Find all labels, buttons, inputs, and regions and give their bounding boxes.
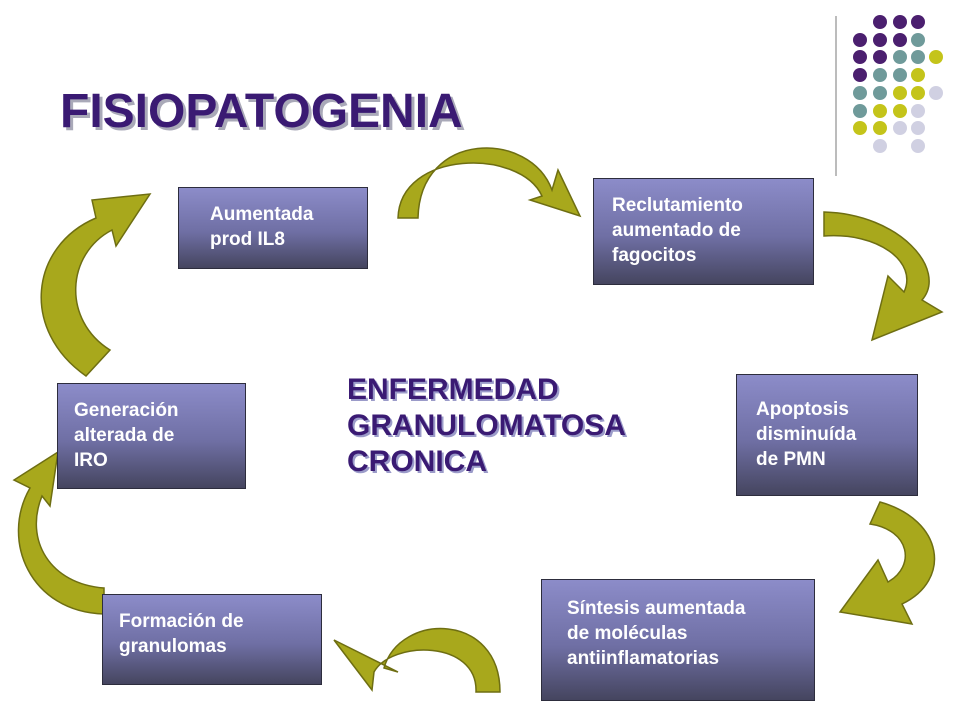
box-line: prod IL8 [210,229,285,250]
decorative-dot [853,121,867,135]
box-apoptosis-pmn: Apoptosis disminuída de PMN [736,374,918,496]
decorative-dot [873,104,887,118]
box-line: disminuída [756,424,857,445]
slide-title: FISIOPATOGENIA [60,85,463,138]
center-line: ENFERMEDAD [347,373,559,406]
decorative-dot [853,50,867,64]
decorative-dot [873,139,887,153]
box-line: aumentado de [612,220,741,241]
box-line: Síntesis aumentada [567,598,746,619]
box-line: Generación [74,400,179,421]
decorative-dot [893,121,907,135]
decorative-dot [911,104,925,118]
decorative-dot [853,33,867,47]
decorative-dot [893,68,907,82]
decorative-dot [853,86,867,100]
decorative-dot [853,104,867,118]
box-line: Formación de [119,611,244,632]
decorative-dot [929,50,943,64]
box-line: Apoptosis [756,399,849,420]
arrow-reclutamiento-to-apoptosis [823,211,944,342]
decorative-dot [911,139,925,153]
decorative-dot [893,15,907,29]
box-line: Aumentada [210,204,314,225]
arrow-iro-to-il8 [40,193,152,377]
decorative-dot [873,68,887,82]
decorative-dot [893,33,907,47]
decorative-dot [911,15,925,29]
box-aumentada-prod-il8: Aumentada prod IL8 [178,187,368,269]
decorative-dot [853,68,867,82]
arrow-apoptosis-to-sintesis [838,501,936,625]
decorative-dot [873,15,887,29]
decorative-dot [911,121,925,135]
decorative-dot [873,121,887,135]
decorative-dot [911,86,925,100]
box-line: fagocitos [612,245,697,266]
box-generacion-iro: Generación alterada de IRO [57,383,246,489]
box-line: granulomas [119,636,227,657]
box-line: IRO [74,450,108,471]
decorative-dot [873,50,887,64]
decorative-dot [929,86,943,100]
decorative-dot [911,50,925,64]
decorative-dot [893,104,907,118]
center-line: GRANULOMATOSA [347,409,626,442]
box-line: Reclutamiento [612,195,743,216]
arrow-sintesis-to-granulomas [333,627,501,693]
decorative-dot [911,68,925,82]
arrow-granulomas-to-iro [12,450,105,615]
box-line: de moléculas [567,623,688,644]
center-disease-label: ENFERMEDAD GRANULOMATOSA CRONICA [347,372,626,480]
decorative-dot [893,50,907,64]
box-line: de PMN [756,449,826,470]
box-sintesis-antiinflamatorias: Síntesis aumentada de moléculas antiinfl… [541,579,815,701]
box-line: antiinflamatorias [567,648,720,669]
box-reclutamiento-fagocitos: Reclutamiento aumentado de fagocitos [593,178,814,285]
box-formacion-granulomas: Formación de granulomas [102,594,322,685]
center-line: CRONICA [347,445,487,478]
box-line: alterada de [74,425,175,446]
arrow-il8-to-reclutamiento [397,147,582,219]
decorative-dot [873,86,887,100]
decorative-dot [911,33,925,47]
decorative-dot [893,86,907,100]
decorative-dot [873,33,887,47]
